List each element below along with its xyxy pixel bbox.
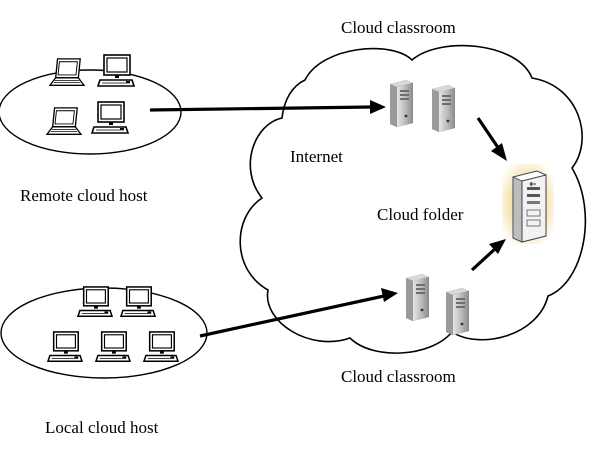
remote-host-group [0, 69, 182, 155]
desktop-computer-icon [47, 331, 83, 362]
local-to-classroom-arrow [199, 294, 385, 338]
cloud-classroom-bottom-label: Cloud classroom [341, 367, 456, 386]
classroom-top-to-folder-arrow [476, 117, 501, 150]
internet-label: Internet [290, 147, 343, 166]
desktop-computer-icon [77, 286, 113, 317]
server-icon [390, 80, 413, 127]
server-icon [432, 85, 455, 132]
laptop-icon [49, 58, 85, 87]
connection-arrows [149, 100, 507, 338]
internet-cloud [239, 44, 587, 354]
desktop-computer-icon [143, 331, 179, 362]
cloud-classroom-top-label: Cloud classroom [341, 18, 456, 37]
remote-cloud-host-label: Remote cloud host [20, 186, 148, 205]
cloud-folder-label: Cloud folder [377, 205, 464, 224]
classroom-bottom-to-folder-arrow [470, 246, 498, 272]
server-icon [406, 274, 429, 321]
file-server-icon [502, 164, 554, 244]
local-cloud-host-label: Local cloud host [45, 418, 159, 437]
remote-to-classroom-arrow [149, 105, 373, 112]
server-icon [446, 288, 469, 335]
desktop-computer-icon [120, 286, 156, 317]
desktop-computer-icon [95, 331, 131, 362]
desktop-computer-icon [91, 101, 129, 134]
desktop-computer-icon [97, 54, 135, 87]
